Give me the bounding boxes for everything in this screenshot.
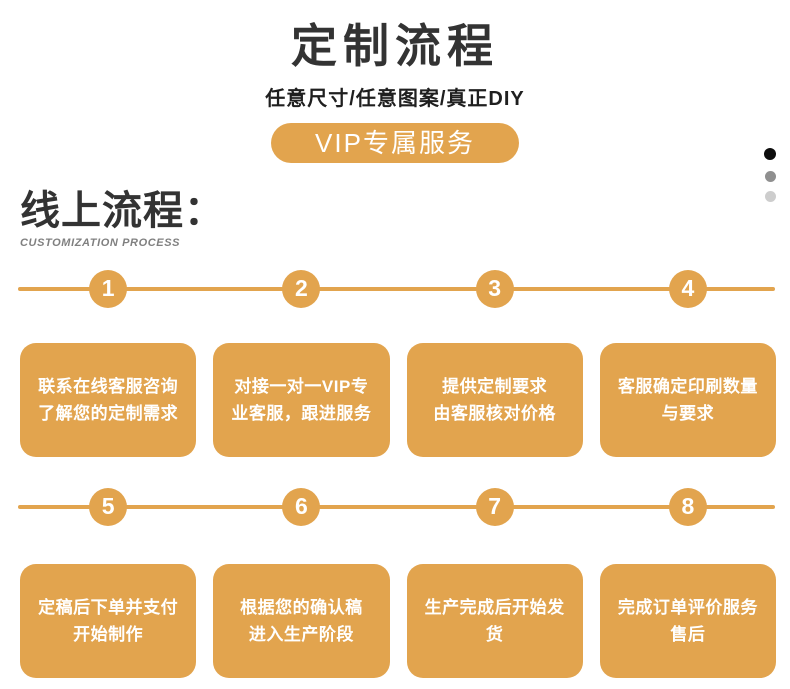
step-card-text: 根据您的确认稿 进入生产阶段: [240, 597, 363, 644]
circle-cell: 7: [407, 487, 583, 526]
timeline-track: [18, 286, 775, 291]
step-number-badge: 4: [668, 269, 707, 308]
section-header: 线上流程： CUSTOMIZATION PROCESS: [0, 163, 790, 249]
step-card-text: 联系在线客服咨询 了解您的定制需求: [38, 376, 179, 423]
step-card: 客服确定印刷数量 与要求: [599, 342, 776, 457]
circle-cell: 1: [20, 269, 196, 308]
step-card: 对接一对一VIP专 业客服，跟进服务: [213, 342, 390, 457]
section-title: 线上流程：: [20, 188, 225, 233]
circle-cell: 8: [600, 487, 776, 526]
step-card: 生产完成后开始发 货: [406, 563, 583, 678]
page-subtitle: 任意尺寸/任意图案/真正DIY: [265, 87, 525, 110]
step-number-badge: 7: [475, 487, 514, 526]
step-number-badge: 1: [89, 269, 128, 308]
circle-cell: 4: [600, 269, 776, 308]
circle-cell: 3: [407, 269, 583, 308]
step-card-text: 完成订单评价服务 售后: [617, 597, 758, 644]
timeline-row-2: 5 6 7 8: [0, 487, 790, 526]
step-card-text: 生产完成后开始发 货: [424, 597, 565, 644]
step-number-badge: 5: [89, 487, 128, 526]
step-cards-row-2: 定稿后下单并支付 开始制作 根据您的确认稿 进入生产阶段 生产完成后开始发 货 …: [0, 563, 790, 678]
dot-icon: [764, 191, 776, 202]
step-number-badge: 8: [668, 487, 707, 526]
step-number-badge: 2: [282, 269, 321, 308]
step-card: 根据您的确认稿 进入生产阶段: [213, 563, 390, 678]
pagination-dots: [763, 148, 777, 202]
step-card: 完成订单评价服务 售后: [599, 563, 776, 678]
step-card-text: 客服确定印刷数量 与要求: [617, 376, 758, 423]
step-card-text: 对接一对一VIP专 业客服，跟进服务: [231, 376, 372, 423]
page-header: 定制流程 任意尺寸/任意图案/真正DIY VIP专属服务: [0, 0, 790, 163]
timeline-circles-1: 1 2 3 4: [0, 269, 790, 308]
circle-cell: 6: [213, 487, 389, 526]
step-card: 联系在线客服咨询 了解您的定制需求: [20, 342, 197, 457]
step-card-text: 提供定制要求 由客服核对价格: [433, 376, 556, 423]
step-number-badge: 6: [282, 487, 321, 526]
circle-cell: 5: [20, 487, 196, 526]
step-card: 提供定制要求 由客服核对价格: [406, 342, 583, 457]
dot-icon: [764, 171, 776, 182]
timeline-row-1: 1 2 3 4: [0, 269, 790, 308]
vip-service-badge: VIP专属服务: [271, 122, 519, 163]
step-card-text: 定稿后下单并支付 开始制作: [38, 597, 179, 644]
step-card: 定稿后下单并支付 开始制作: [20, 563, 197, 678]
timeline-circles-2: 5 6 7 8: [0, 487, 790, 526]
timeline-track: [18, 504, 775, 509]
step-cards-row-1: 联系在线客服咨询 了解您的定制需求 对接一对一VIP专 业客服，跟进服务 提供定…: [0, 342, 790, 457]
page-title: 定制流程: [291, 20, 499, 72]
circle-cell: 2: [213, 269, 389, 308]
dot-icon: [764, 148, 776, 160]
section-subtitle-en: CUSTOMIZATION PROCESS: [20, 236, 181, 249]
step-number-badge: 3: [475, 269, 514, 308]
